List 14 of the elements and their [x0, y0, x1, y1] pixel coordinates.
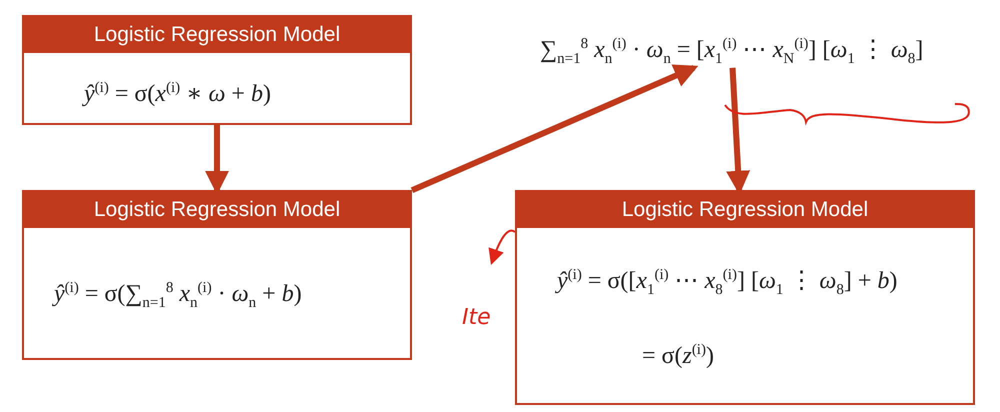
formula: = σ(z$^{(i)}$) [642, 342, 714, 370]
formula: ŷ$^{(i)}$ = σ([x$_{1}$$^{(i)}$ ⋯ x$_{8}$$^{(i)}$] [ω$_{1}$ ⋮ ω$_{8}$] + b) [557, 266, 898, 299]
card-header: Logistic Regression Model [24, 17, 410, 53]
card [515, 190, 975, 405]
card [22, 190, 412, 360]
card-header: Logistic Regression Model [517, 192, 973, 228]
annotation-arrow [488, 230, 516, 266]
formula: ŷ$^{(i)}$ = σ(∑$_{n=1}$$^{8}$ x$_{n}$$^{(i)}$ · ω$_{n}$ + b) [54, 280, 302, 312]
card [22, 15, 412, 125]
handwritten-note: Ite [462, 305, 491, 330]
card-header: Logistic Regression Model [24, 192, 410, 228]
formula: ŷ$^{(i)}$ = σ(x$^{(i)}$ ∗ ω + b) [84, 79, 271, 108]
formula: ∑$_{n=1}$$^{8}$ x$_{n}$$^{(i)}$ · ω$_{n}$ = [x$_{1}$$^{(i)}$ ⋯ x$_{N}$$^{(i)}$] [ω$_{1}$ ⋮ ω$_{8}$] [540, 35, 924, 68]
arrow [410, 64, 698, 194]
